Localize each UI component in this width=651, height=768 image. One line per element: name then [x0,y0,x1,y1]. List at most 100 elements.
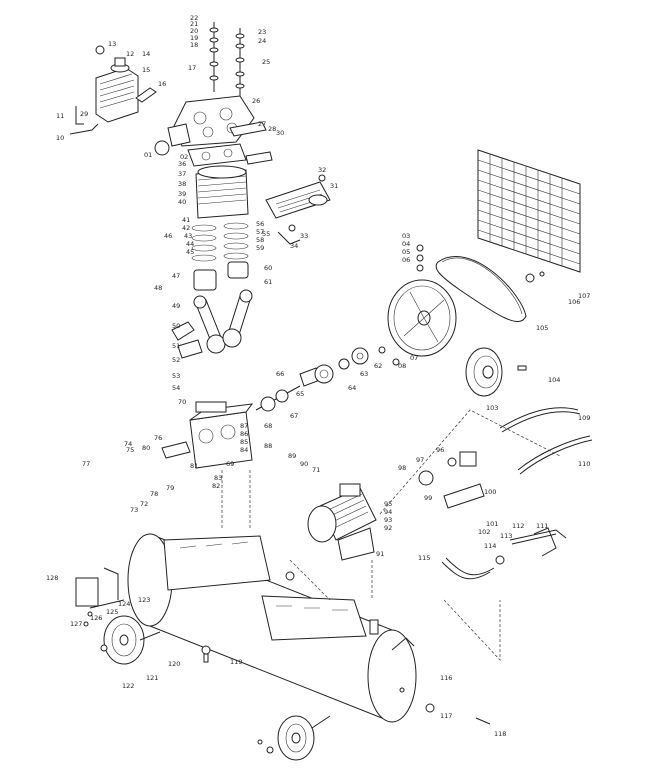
part-label-31: 31 [330,182,338,190]
bearings [314,346,400,384]
part-label-64: 64 [348,384,356,392]
part-label-38: 38 [178,180,186,188]
part-label-40: 40 [178,198,186,206]
part-label-02: 02 [180,153,188,161]
motor-pulley [465,347,527,397]
assembly-lines [221,409,561,661]
part-label-77: 77 [82,460,90,468]
part-label-123: 123 [138,596,150,604]
part-label-49: 49 [172,302,180,310]
part-label-125: 125 [106,608,118,616]
handle-right [509,529,567,545]
part-label-109: 109 [578,414,590,422]
part-label-53: 53 [172,372,180,380]
part-label-70: 70 [178,398,186,406]
part-label-75: 75 [126,446,134,454]
part-label-83: 83 [214,474,222,482]
part-label-44: 44 [186,240,194,248]
part-label-113: 113 [500,532,512,540]
part-label-95: 95 [384,500,392,508]
part-label-69: 69 [226,460,234,468]
part-label-96: 96 [436,446,444,454]
part-label-57: 57 [256,228,264,236]
part-label-115: 115 [418,554,430,562]
part-label-54: 54 [172,384,180,392]
part-label-116: 116 [440,674,452,682]
part-label-18: 18 [190,41,198,49]
part-label-34: 34 [290,242,298,250]
part-label-128: 128 [46,574,58,582]
part-label-104: 104 [548,376,560,384]
pistons [193,261,249,291]
part-label-127: 127 [70,620,82,628]
part-label-80: 80 [142,444,150,452]
cylinder-block [195,165,249,219]
part-label-47: 47 [172,272,180,280]
part-label-26: 26 [252,97,260,105]
part-label-84: 84 [240,446,248,454]
part-label-78: 78 [150,490,158,498]
part-label-06: 06 [402,256,410,264]
part-label-105: 105 [536,324,548,332]
part-label-29: 29 [80,110,88,118]
part-label-07: 07 [410,354,418,362]
part-label-93: 93 [384,516,392,524]
part-label-122: 122 [122,682,134,690]
part-label-66: 66 [276,370,284,378]
gaskets [187,121,273,167]
part-label-24: 24 [258,37,266,45]
part-label-15: 15 [142,66,150,74]
fittings-right [441,527,557,580]
part-label-103: 103 [486,404,498,412]
part-label-23: 23 [258,28,266,36]
part-label-04: 04 [402,240,410,248]
valve-stack-right [235,28,245,96]
part-label-68: 68 [264,422,272,430]
part-label-16: 16 [158,80,166,88]
part-label-124: 124 [118,600,130,608]
part-label-110: 110 [578,460,590,468]
hoses [499,407,593,475]
part-label-89: 89 [288,452,296,460]
part-label-94: 94 [384,508,392,516]
part-label-85: 85 [240,438,248,446]
part-label-48: 48 [154,284,162,292]
part-label-41: 41 [182,216,190,224]
part-label-55: 55 [262,230,270,238]
part-label-30: 30 [276,129,284,137]
part-label-74: 74 [124,440,132,448]
part-label-73: 73 [130,506,138,514]
wheel-front [103,615,161,665]
part-label-118: 118 [494,730,506,738]
part-label-27: 27 [258,120,266,128]
pressure-switch [418,451,485,509]
connecting-rods [171,289,253,359]
part-label-58: 58 [256,236,264,244]
part-label-50: 50 [172,322,180,330]
part-label-45: 45 [186,248,194,256]
part-label-28: 28 [268,125,276,133]
handle-bracket [75,567,491,754]
part-label-05: 05 [402,248,410,256]
belt-guard [477,149,581,283]
part-label-99: 99 [424,494,432,502]
part-label-90: 90 [300,460,308,468]
part-label-52: 52 [172,356,180,364]
part-label-117: 117 [440,712,452,720]
part-label-72: 72 [140,500,148,508]
part-label-62: 62 [374,362,382,370]
electric-motor [307,483,377,561]
part-label-39: 39 [178,190,186,198]
part-label-119: 119 [230,658,242,666]
part-label-56: 56 [256,220,264,228]
part-label-10: 10 [56,134,64,142]
part-label-121: 121 [146,674,158,682]
part-label-46: 46 [164,232,172,240]
part-label-60: 60 [264,264,272,272]
part-label-51: 51 [172,342,180,350]
part-label-17: 17 [188,64,196,72]
part-label-42: 42 [182,224,190,232]
crankshaft [255,367,321,412]
part-label-82: 82 [212,482,220,490]
